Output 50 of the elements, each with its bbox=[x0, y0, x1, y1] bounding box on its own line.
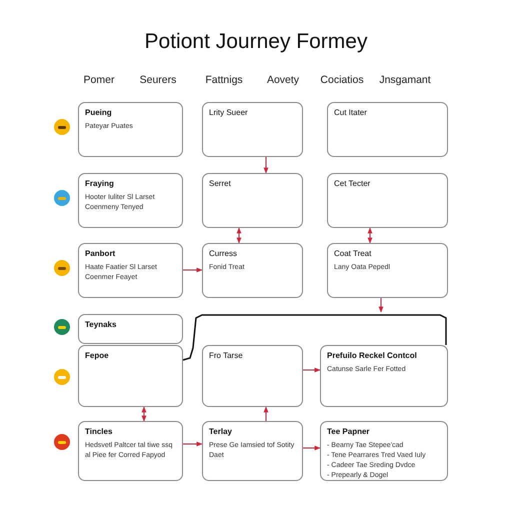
card-heading: Fro Tarse bbox=[209, 351, 244, 361]
arrow bbox=[142, 406, 146, 422]
card-heading: Serret bbox=[209, 179, 232, 189]
stage-card bbox=[78, 314, 183, 344]
stage-card bbox=[327, 243, 448, 298]
card-heading: Fepoe bbox=[85, 351, 110, 361]
column-header: Fattnigs bbox=[205, 74, 243, 86]
column-header: Jnsgamant bbox=[379, 74, 431, 86]
column-header: Pomer bbox=[84, 74, 114, 86]
connector-line bbox=[182, 314, 447, 361]
arrow bbox=[236, 227, 242, 244]
arrow bbox=[368, 227, 372, 244]
stage-card bbox=[320, 421, 448, 481]
stage-card bbox=[78, 243, 183, 298]
column-header: Aovety bbox=[266, 74, 300, 86]
card-heading: Cut Itater bbox=[334, 108, 368, 118]
arrow bbox=[302, 368, 321, 372]
title: Potiont Journey Formey bbox=[144, 30, 368, 54]
card-heading: Panbort bbox=[85, 249, 116, 259]
arrow bbox=[302, 446, 321, 450]
card-heading: Teynaks bbox=[85, 320, 118, 330]
card-heading: Tee Papner bbox=[327, 427, 371, 437]
card-heading: Pueing bbox=[85, 108, 113, 118]
card-heading: Tincles bbox=[85, 427, 114, 437]
stage-card bbox=[202, 421, 303, 481]
stage-card bbox=[78, 173, 183, 228]
stage-card bbox=[320, 345, 448, 407]
arrow bbox=[182, 442, 203, 446]
stage-card bbox=[327, 102, 448, 157]
arrow bbox=[264, 406, 268, 422]
card-heading: Prefuilo Reckel Contcol bbox=[327, 351, 418, 361]
arrow bbox=[264, 156, 268, 174]
stage-card bbox=[327, 173, 448, 228]
stage-card bbox=[78, 102, 183, 157]
stage-card bbox=[202, 243, 303, 298]
arrow bbox=[378, 298, 384, 313]
stage-card bbox=[202, 102, 303, 157]
card-heading: Coat Treat bbox=[334, 249, 372, 259]
arrow bbox=[182, 268, 203, 272]
stage-card bbox=[78, 421, 183, 481]
card-heading: Cet Tecter bbox=[334, 179, 372, 189]
column-header: Seurers bbox=[140, 74, 176, 86]
card-heading: Fraying bbox=[85, 179, 115, 189]
card-heading: Terlay bbox=[209, 427, 233, 437]
stage-card bbox=[202, 345, 303, 407]
stage-card bbox=[202, 173, 303, 228]
stage-card bbox=[78, 345, 183, 407]
card-heading: Lrity Sueer bbox=[209, 108, 249, 118]
card-heading: Curress bbox=[209, 249, 238, 259]
column-header: Cociatios bbox=[320, 74, 364, 86]
